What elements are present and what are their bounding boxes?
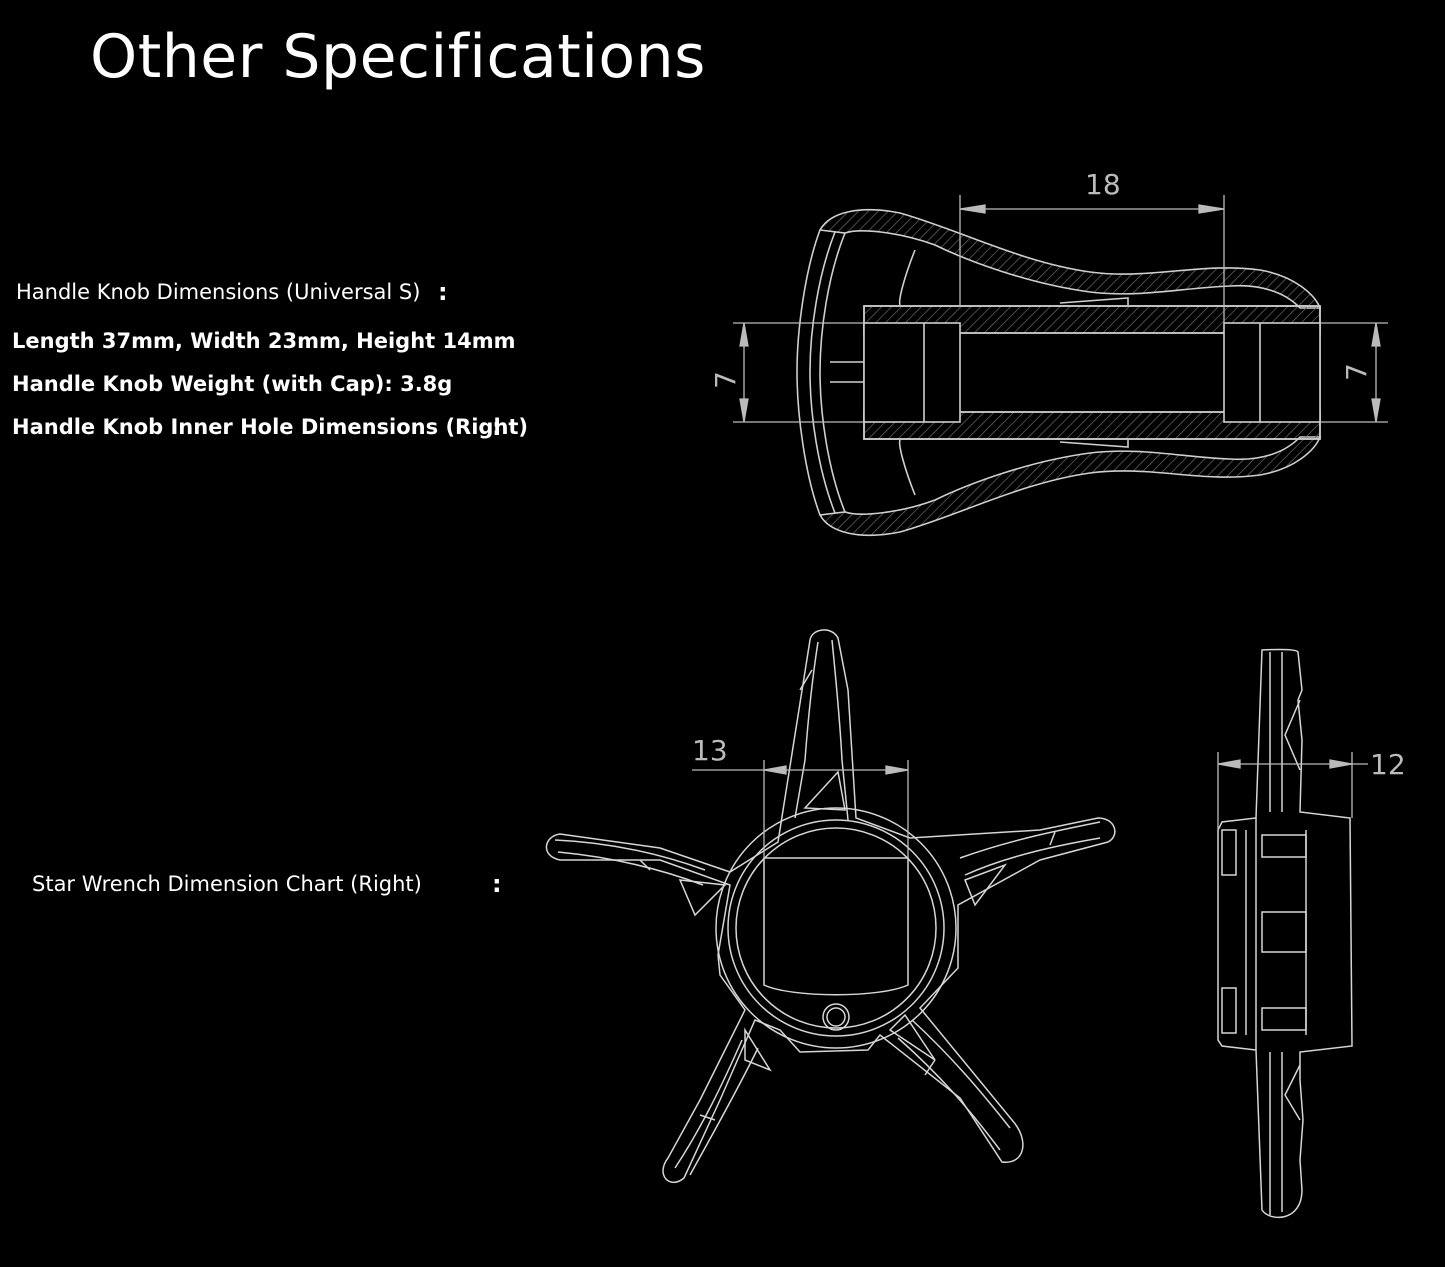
knob-shell-bottom xyxy=(818,436,1322,537)
knob-dim-left: 7 xyxy=(709,371,742,389)
colon-knob-hole: : xyxy=(492,413,502,441)
star-wrench-square-hole xyxy=(763,857,909,996)
page-title: Other Specifications xyxy=(90,22,706,92)
knob-shell-top xyxy=(818,208,1322,309)
star-wrench-side-drawing xyxy=(1217,648,1353,1219)
colon-knob-dimensions: : xyxy=(438,278,448,306)
knob-size-text: Length 37mm, Width 23mm, Height 14mm xyxy=(12,329,516,353)
colon-star-wrench: : xyxy=(492,870,502,898)
star-wrench-label: Star Wrench Dimension Chart (Right) xyxy=(32,872,422,896)
knob-dim-top: 18 xyxy=(1085,168,1121,201)
knob-dimensions-label: Handle Knob Dimensions (Universal S) xyxy=(16,280,421,304)
star-wrench-ring-outer xyxy=(715,807,957,1049)
star-dimension-lines xyxy=(692,760,909,858)
knob-dimension-lines xyxy=(733,195,1388,423)
knob-dim-right: 7 xyxy=(1340,363,1373,381)
star-dim-top: 13 xyxy=(692,734,728,767)
star-side-outline xyxy=(1217,648,1353,1219)
side-dimension-lines xyxy=(1217,752,1368,830)
knob-cap xyxy=(796,229,821,516)
knob-weight-text: Handle Knob Weight (with Cap): 3.8g xyxy=(12,372,453,396)
side-dim-right: 12 xyxy=(1370,748,1406,781)
star-wrench-small-hole xyxy=(822,1003,850,1031)
star-wrench-outline xyxy=(545,629,1116,1184)
knob-hole-label: Handle Knob Inner Hole Dimensions (Right… xyxy=(12,415,529,439)
star-wrench-drawing xyxy=(545,629,1116,1184)
knob-section-drawing xyxy=(796,208,1322,537)
